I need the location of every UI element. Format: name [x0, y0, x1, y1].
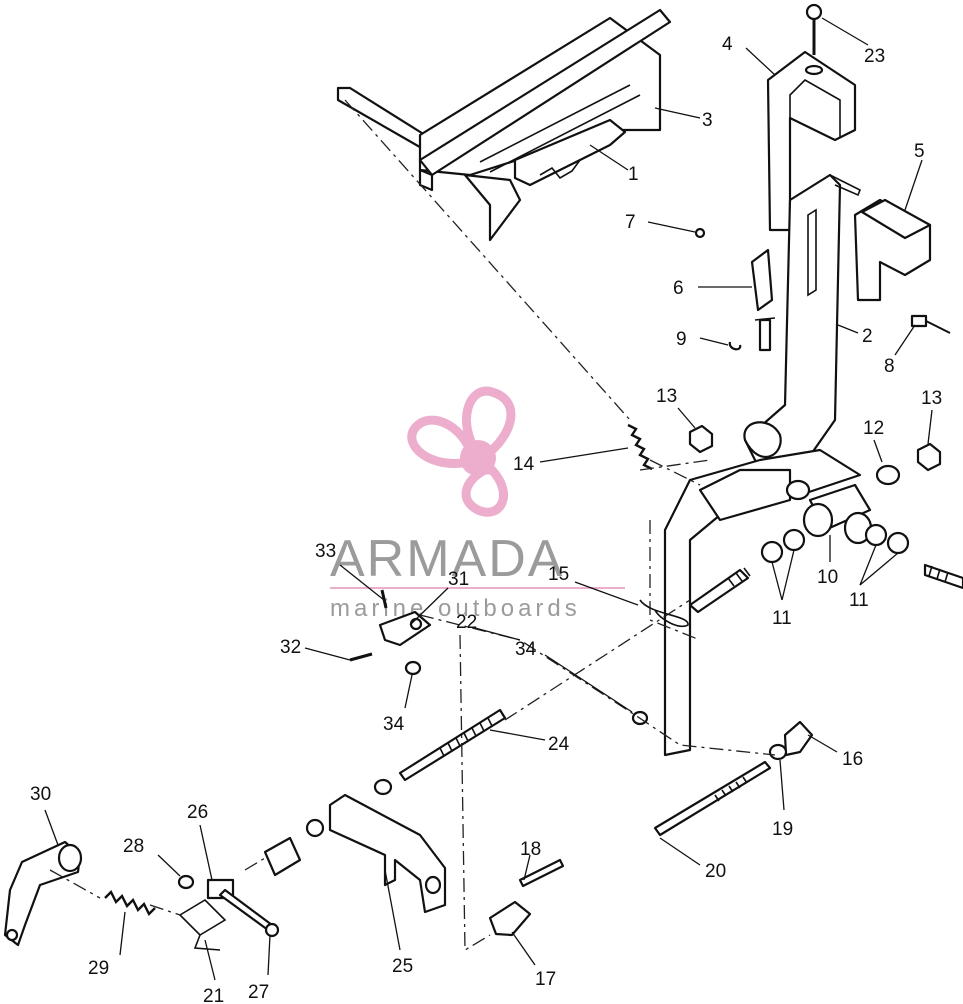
- label-part-16: 16: [842, 749, 863, 770]
- part-14-spring: [627, 423, 653, 471]
- label-part-24: 24: [548, 734, 570, 755]
- label-part-30: 30: [30, 784, 51, 805]
- part-labels: 1 2 3 4 5 6 7 8 9 10 11 11 12 13 13 14 1…: [30, 34, 942, 1004]
- label-part-2: 2: [862, 326, 873, 347]
- part-3-bracket-rail: [336, 8, 672, 242]
- stud-bolts: [688, 563, 963, 614]
- part-24-cable: [373, 708, 507, 796]
- center-lines: [49, 99, 776, 952]
- part-4-cap: [766, 50, 857, 232]
- label-part-33: 33: [315, 541, 336, 562]
- label-part-25: 25: [392, 956, 413, 977]
- part-17-ball-joint: [488, 900, 532, 937]
- rubber-bushing: [263, 818, 325, 877]
- part-33-pin: [380, 589, 388, 609]
- part-13-nut-right: [916, 442, 942, 472]
- part-18-rod-end: [518, 858, 565, 888]
- part-9-clip: [728, 317, 776, 352]
- part-15-clip: [639, 599, 689, 628]
- part-20-rod: [653, 760, 772, 837]
- part-8-bolt: [910, 314, 951, 334]
- part-11-washers: [760, 523, 910, 564]
- label-part-13-left: 13: [656, 386, 677, 407]
- armada-logo: ARMADA marine outboards: [330, 386, 625, 622]
- label-part-28: 28: [123, 836, 144, 857]
- part-32-pin: [349, 652, 373, 662]
- part-10-bushing: [802, 483, 873, 545]
- label-part-27: 27: [248, 982, 269, 1003]
- label-part-7: 7: [625, 212, 636, 233]
- label-part-4: 4: [722, 34, 733, 55]
- label-part-21: 21: [203, 986, 224, 1004]
- label-part-5: 5: [914, 141, 925, 162]
- label-part-11-left: 11: [772, 608, 792, 629]
- part-29-spring: [104, 889, 156, 917]
- part-23-screw: [805, 3, 823, 55]
- part-34-nut: [404, 660, 649, 726]
- part-1-spring-clip: [513, 118, 627, 187]
- label-part-34-right: 34: [515, 639, 537, 660]
- leader-lines: [44, 17, 933, 981]
- label-part-10: 10: [817, 567, 838, 588]
- label-part-34-left: 34: [383, 714, 405, 735]
- part-21-clip: [178, 898, 227, 951]
- part-25-bracket: [328, 793, 447, 914]
- part-12-washer: [785, 464, 901, 501]
- part-28-nut: [177, 874, 195, 890]
- label-part-14: 14: [513, 454, 535, 475]
- label-part-15: 15: [548, 564, 569, 585]
- label-part-9: 9: [676, 329, 687, 350]
- label-part-11-right: 11: [849, 590, 869, 611]
- watermark-tagline: marine outboards: [330, 595, 581, 622]
- watermark-brand: ARMADA: [330, 530, 564, 588]
- label-part-20: 20: [705, 861, 726, 882]
- lever-arm: [649, 448, 862, 757]
- label-part-3: 3: [702, 110, 713, 131]
- part-19-nut: [768, 743, 788, 761]
- label-part-13-right: 13: [921, 388, 942, 409]
- label-part-8: 8: [884, 356, 895, 377]
- part-5-sleeve: [853, 198, 932, 302]
- label-part-26: 26: [187, 802, 208, 823]
- label-part-1: 1: [628, 164, 639, 185]
- label-part-12: 12: [863, 418, 884, 439]
- label-part-31: 31: [448, 569, 469, 590]
- label-part-22: 22: [456, 612, 477, 633]
- label-part-29: 29: [88, 958, 109, 979]
- label-part-18: 18: [520, 839, 541, 860]
- label-part-6: 6: [673, 278, 684, 299]
- part-13-nut-left: [688, 424, 714, 454]
- part-27-bolt: [218, 888, 280, 938]
- label-part-17: 17: [535, 969, 556, 990]
- label-part-32: 32: [280, 637, 301, 658]
- part-7-screw: [694, 227, 706, 239]
- part-30-arm: [3, 840, 83, 947]
- label-part-19: 19: [772, 819, 793, 840]
- label-part-23: 23: [864, 46, 885, 67]
- part-2-control-column: [743, 173, 862, 472]
- part-6-plate: [750, 248, 774, 312]
- part-16-ball-joint: [783, 720, 814, 757]
